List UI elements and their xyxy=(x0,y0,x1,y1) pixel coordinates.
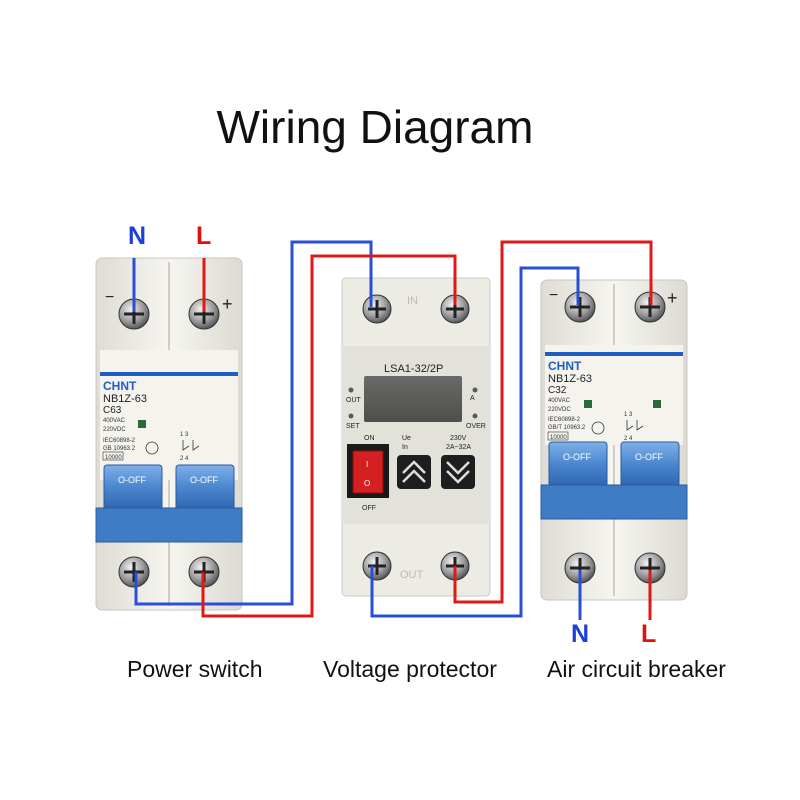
pole-numbers: 2 4 xyxy=(180,456,189,462)
ccc-mark-icon xyxy=(591,421,605,435)
output-live-label: L xyxy=(641,620,657,648)
pole-numbers: 2 4 xyxy=(624,436,633,442)
chevron-down-icon xyxy=(446,461,470,484)
off-label: O-OFF xyxy=(118,475,146,485)
air-circuit-breaker: − + CHNT NB1Z-63 C32 400VAC 220VDC IEC60… xyxy=(540,279,688,601)
input-live-label: L xyxy=(196,222,212,250)
led-a-label: A xyxy=(470,395,475,402)
knob-o-label: O xyxy=(364,479,370,488)
brand-logo: CHNT xyxy=(103,379,137,393)
led-set-label: SET xyxy=(346,423,360,430)
terminal-minus-label: − xyxy=(549,287,558,304)
screw-icon xyxy=(362,551,392,581)
model-label: LSA1-32/2P xyxy=(384,363,443,375)
live-wire-switch-to-protector xyxy=(201,254,457,618)
blue-cover xyxy=(540,484,688,520)
voltage-label: 230V xyxy=(450,435,467,442)
down-button[interactable] xyxy=(441,455,475,489)
voltage-protector-caption: Voltage protector xyxy=(323,656,497,682)
switch-on-label: ON xyxy=(364,435,375,442)
capacity-label: 10000 xyxy=(550,435,567,441)
capacity-label: 10000 xyxy=(105,455,122,461)
off-label: O-OFF xyxy=(563,452,591,462)
up-button[interactable] xyxy=(397,455,431,489)
voltage-ac-label: 400VAC xyxy=(548,398,571,404)
off-label: O-OFF xyxy=(635,452,663,462)
top-terminal-mark: IN xyxy=(407,295,418,307)
live-wire-protector-to-breaker xyxy=(453,240,653,604)
voltage-protector: IN LSA1-32/2P OUT SET A OVER ON Ue In 23… xyxy=(341,277,491,597)
input-neutral-label: N xyxy=(128,222,147,250)
terminal-plus-label: + xyxy=(667,288,678,308)
screw-icon xyxy=(440,294,470,324)
standard-label: IEC60898-2 xyxy=(103,438,136,444)
page-title: Wiring Diagram xyxy=(216,101,534,153)
brand-logo: CHNT xyxy=(548,359,582,373)
led-out-label: OUT xyxy=(346,397,362,404)
off-label: O-OFF xyxy=(190,475,218,485)
screw-icon xyxy=(564,291,596,323)
air-circuit-breaker-caption: Air circuit breaker xyxy=(547,656,726,682)
led-over-label: OVER xyxy=(466,423,486,430)
pole-numbers: 1 3 xyxy=(624,412,633,418)
knob-i-label: I xyxy=(366,460,368,469)
voltage-ac-label: 400VAC xyxy=(103,418,126,424)
in-label: In xyxy=(402,444,408,451)
breaker-symbol-icon xyxy=(626,420,644,431)
neutral-wire-protector-to-breaker xyxy=(370,266,580,618)
terminal-plus-label: + xyxy=(222,294,233,314)
rating-label: C32 xyxy=(548,385,567,396)
rating-label: C63 xyxy=(103,405,122,416)
voltage-dc-label: 220VDC xyxy=(548,407,571,413)
power-switch: − + CHNT NB1Z-63 C63 400VAC 220VDC IEC60… xyxy=(95,257,243,611)
neutral-wire-switch-to-protector xyxy=(134,240,373,606)
standard-label: GB/T 10963.2 xyxy=(548,425,586,431)
voltage-dc-label: 220VDC xyxy=(103,427,126,433)
ue-label: Ue xyxy=(402,435,411,442)
breaker-toggle[interactable] xyxy=(175,464,235,511)
switch-off-label: OFF xyxy=(362,505,376,512)
bottom-terminal-mark: OUT xyxy=(400,569,424,581)
output-neutral-label: N xyxy=(571,620,590,648)
pole-numbers: 1 3 xyxy=(180,432,189,438)
screw-icon xyxy=(634,552,666,584)
breaker-toggle[interactable] xyxy=(103,464,163,511)
screw-icon xyxy=(118,556,150,588)
current-range-label: 2A~32A xyxy=(446,444,471,451)
lcd-display xyxy=(364,376,462,422)
screw-icon xyxy=(564,552,596,584)
standard-label: GB 10963.2 xyxy=(103,446,136,452)
breaker-symbol-icon xyxy=(182,440,200,451)
standard-label: IEC60898-2 xyxy=(548,417,581,423)
blue-cover xyxy=(95,507,243,543)
breaker-toggle[interactable] xyxy=(548,441,608,488)
screw-icon xyxy=(362,294,392,324)
power-switch-caption: Power switch xyxy=(127,656,263,682)
breaker-toggle[interactable] xyxy=(620,441,680,488)
chevron-up-icon xyxy=(402,460,426,483)
terminal-minus-label: − xyxy=(105,289,114,306)
ccc-mark-icon xyxy=(145,441,159,455)
power-rocker-switch[interactable] xyxy=(352,450,384,494)
model-label: NB1Z-63 xyxy=(103,393,147,405)
model-label: NB1Z-63 xyxy=(548,373,592,385)
